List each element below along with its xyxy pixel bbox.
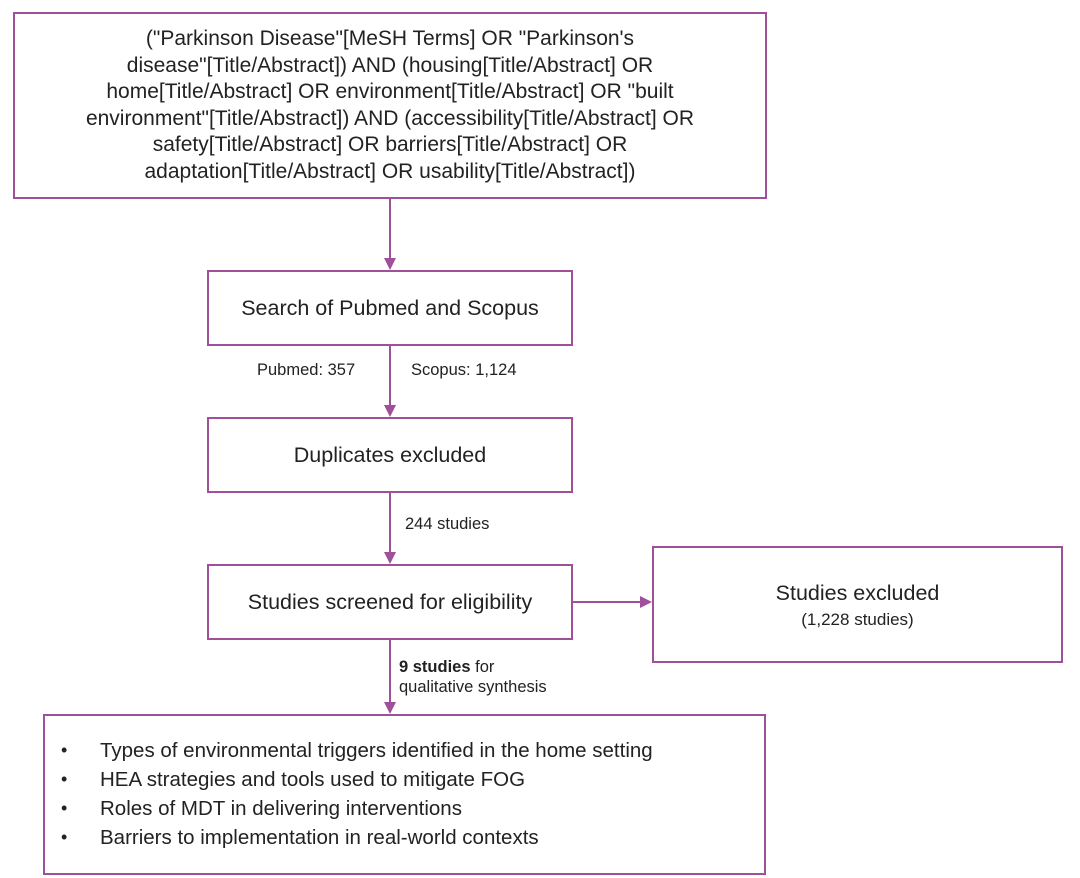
bullet-icon: • bbox=[61, 769, 68, 789]
included-count: 9 studies bbox=[399, 658, 471, 676]
bullet-icon: • bbox=[61, 740, 68, 760]
query-line: safety[Title/Abstract] OR barriers[Title… bbox=[152, 133, 628, 156]
outcome-text: Types of environmental triggers identifi… bbox=[100, 739, 653, 762]
search-step-label: Search of Pubmed and Scopus bbox=[241, 295, 539, 320]
bullet-icon: • bbox=[61, 798, 68, 818]
search-step-box: Search of Pubmed and Scopus bbox=[207, 270, 573, 346]
excluded-studies-box: Studies excluded (1,228 studies) bbox=[652, 546, 1063, 663]
excluded-title: Studies excluded bbox=[775, 580, 940, 605]
included-line-2: qualitative synthesis bbox=[399, 678, 547, 696]
query-line: environment"[Title/Abstract]) AND (acces… bbox=[85, 106, 695, 130]
screening-step-label: Studies screened for eligibility bbox=[247, 589, 533, 614]
query-line: home[Title/Abstract] OR environment[Titl… bbox=[106, 80, 674, 103]
outcome-text: Roles of MDT in delivering interventions bbox=[100, 797, 462, 820]
query-line: disease"[Title/Abstract]) AND (housing[T… bbox=[126, 53, 654, 77]
after-duplicates-count-label: 244 studies bbox=[405, 515, 490, 533]
outcomes-list: • Types of environmental triggers identif… bbox=[61, 736, 653, 852]
screening-step-box: Studies screened for eligibility bbox=[207, 564, 573, 640]
outcome-text: HEA strategies and tools used to mitigat… bbox=[100, 768, 526, 791]
included-studies-label: 9 studies for qualitative synthesis bbox=[399, 657, 547, 697]
query-line: adaptation[Title/Abstract] OR usability[… bbox=[144, 159, 636, 183]
search-query-text: ("Parkinson Disease"[MeSH Terms] OR "Par… bbox=[86, 26, 694, 185]
list-item: • Barriers to implementation in real-worl… bbox=[61, 823, 653, 852]
excluded-count: (1,228 studies) bbox=[801, 609, 914, 629]
duplicates-step-label: Duplicates excluded bbox=[293, 442, 487, 467]
list-item: • Roles of MDT in delivering intervention… bbox=[61, 794, 653, 823]
list-item: • HEA strategies and tools used to mitiga… bbox=[61, 765, 653, 794]
scopus-label-prefix: Scopus: bbox=[411, 361, 476, 379]
bullet-icon: • bbox=[61, 827, 68, 847]
included-for: for bbox=[470, 658, 495, 676]
query-line: ("Parkinson Disease"[MeSH Terms] OR "Par… bbox=[145, 27, 635, 50]
outcome-text: Barriers to implementation in real-world… bbox=[100, 826, 539, 849]
included-line-1: 9 studies for bbox=[399, 657, 547, 677]
synthesis-outcomes-box: • Types of environmental triggers identif… bbox=[43, 714, 766, 875]
scopus-count-label: Scopus: 1,124 bbox=[411, 360, 517, 381]
search-query-box: ("Parkinson Disease"[MeSH Terms] OR "Par… bbox=[13, 12, 767, 199]
scopus-label-count: 1,124 bbox=[475, 361, 517, 379]
list-item: • Types of environmental triggers identif… bbox=[61, 736, 653, 765]
pubmed-count-label: Pubmed: 357 bbox=[257, 361, 356, 379]
duplicates-step-box: Duplicates excluded bbox=[207, 417, 573, 493]
